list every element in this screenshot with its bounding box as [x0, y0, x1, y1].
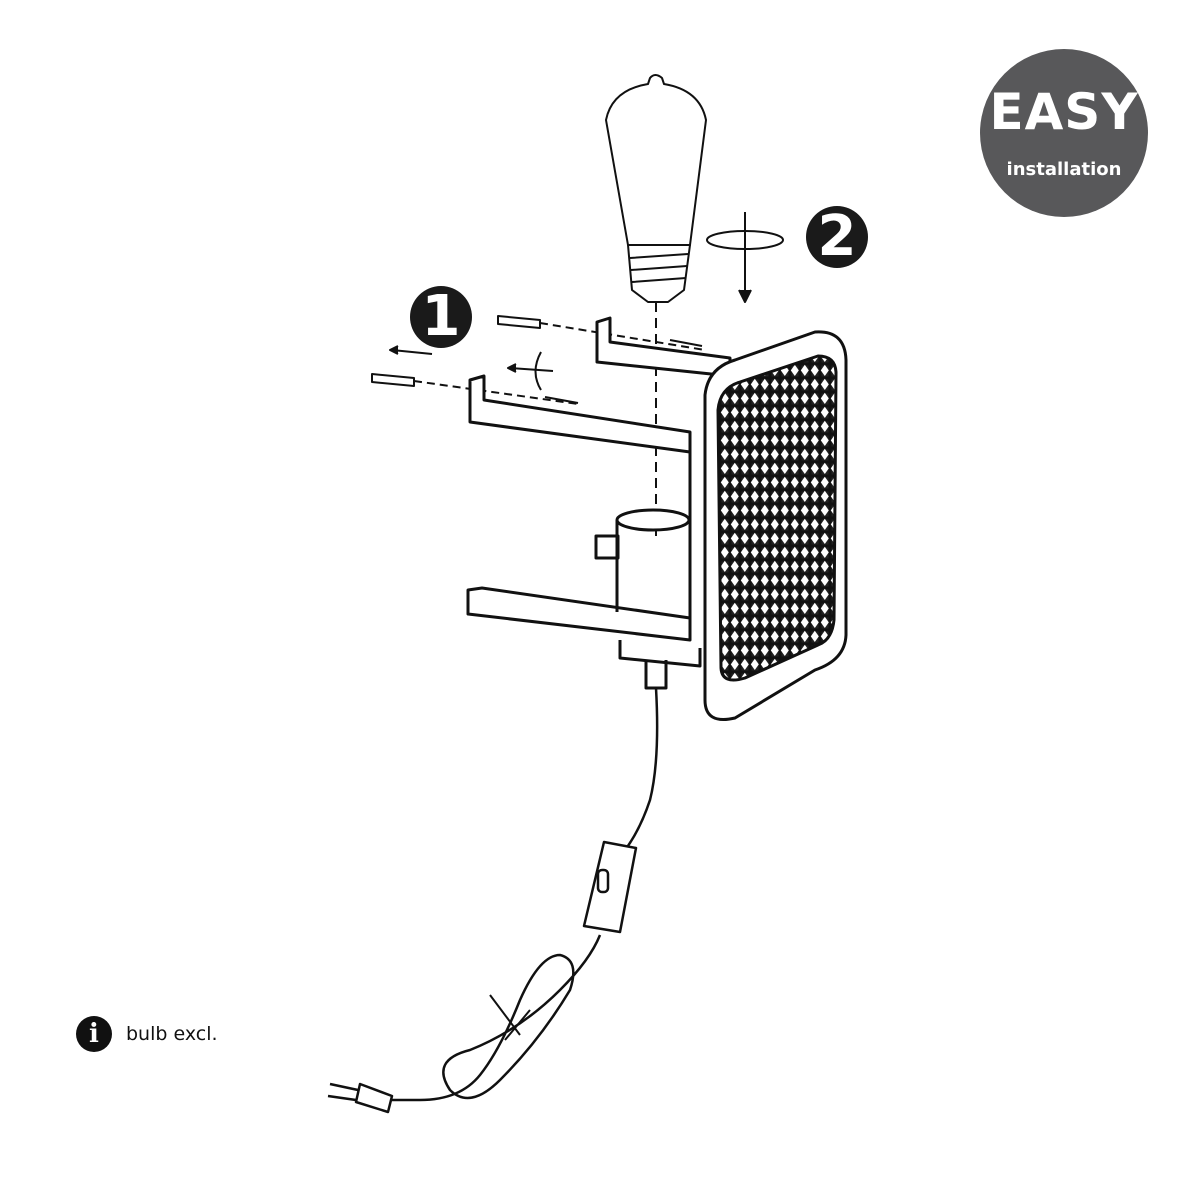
- bulb: [605, 74, 707, 303]
- plug: [354, 1082, 394, 1114]
- easy-installation-badge: EASY installation: [980, 49, 1148, 217]
- power-cable: [327, 687, 659, 1114]
- info-icon: i: [76, 1016, 112, 1052]
- badge-title: EASY: [989, 83, 1139, 141]
- step-2-marker: 2: [806, 206, 868, 268]
- wall-bracket: [466, 316, 732, 642]
- step-1-marker: 1: [410, 286, 472, 348]
- bulb-note-text: bulb excl.: [126, 1023, 218, 1045]
- bulb-note: i bulb excl.: [76, 1016, 218, 1052]
- lamp-holder: [594, 508, 702, 690]
- rotate-arrow-icon: [706, 212, 784, 303]
- badge-subtitle: installation: [1006, 159, 1122, 180]
- screws-and-wall-plugs: [371, 315, 706, 405]
- mesh-shade: [703, 330, 848, 721]
- cord-switch: [582, 840, 638, 934]
